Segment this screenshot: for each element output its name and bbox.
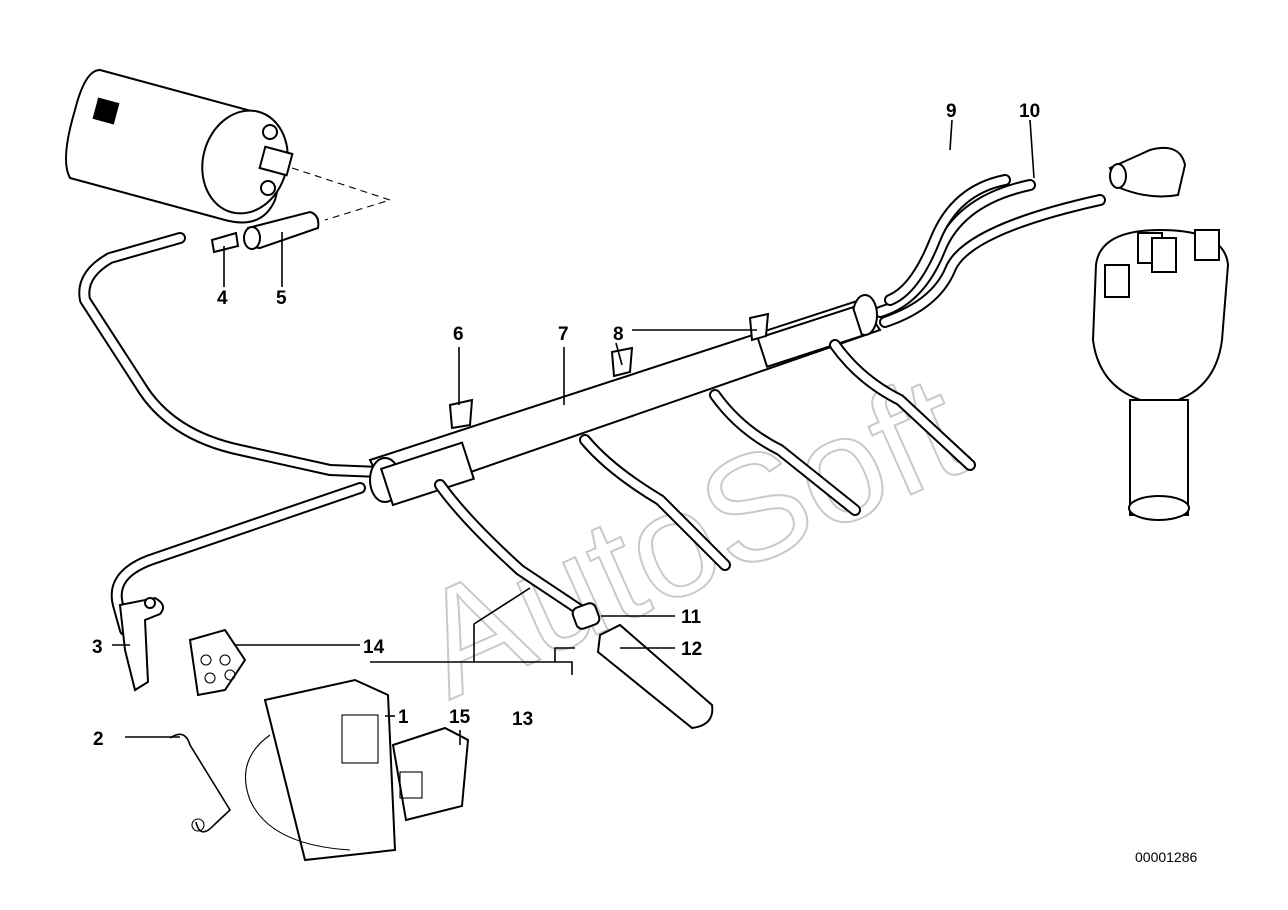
- callout-8: 8: [613, 324, 624, 345]
- callout-9: 9: [946, 101, 957, 122]
- callout-2: 2: [93, 729, 104, 750]
- ignition-coil: [65, 68, 294, 224]
- callout-7: 7: [558, 324, 569, 345]
- connector-part-12: [596, 623, 714, 730]
- callout-11: 11: [681, 607, 702, 628]
- callout-5: 5: [276, 288, 287, 309]
- plug-cap-part-9: [1108, 146, 1187, 198]
- sleeve-part-11: [571, 602, 601, 630]
- spring-clip-part-2: [169, 733, 232, 833]
- spark-plug-boot-part-5: [243, 210, 320, 250]
- wiring-harness: [78, 174, 1106, 636]
- callout-6: 6: [453, 324, 464, 345]
- callout-4: 4: [217, 288, 228, 309]
- callout-13: 13: [512, 709, 533, 730]
- connector-part-14: [188, 628, 247, 697]
- callout-1: 1: [398, 707, 409, 728]
- distributor: [1091, 228, 1230, 521]
- bracket-part-3: [118, 596, 165, 692]
- callout-10: 10: [1019, 101, 1040, 122]
- callout-3: 3: [92, 637, 103, 658]
- callout-14: 14: [363, 637, 385, 658]
- leader-lines: [112, 119, 1035, 745]
- callout-labels: 1 2 3 4 5 6 7 8 9 10 11 12 13 14 15: [92, 101, 1040, 750]
- terminal-part-4: [210, 231, 240, 254]
- relay-part-15: [391, 726, 470, 822]
- callout-15: 15: [449, 707, 471, 728]
- module-part-1: [245, 678, 397, 862]
- document-number: 00001286: [1135, 849, 1198, 865]
- callout-12: 12: [681, 639, 702, 660]
